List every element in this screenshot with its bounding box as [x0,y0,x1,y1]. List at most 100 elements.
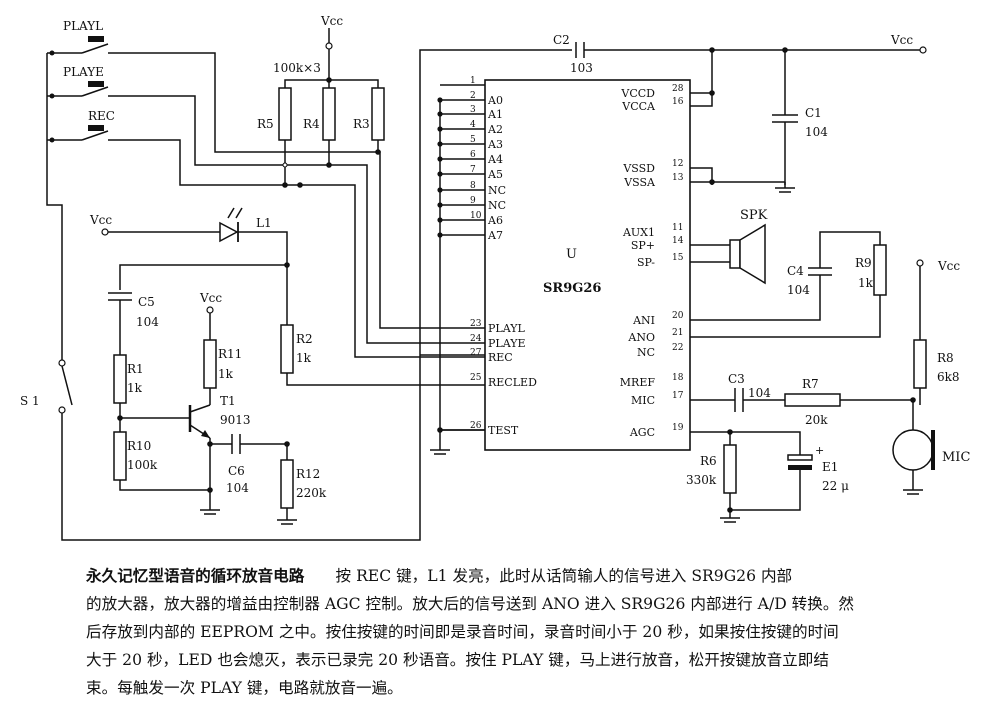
label-r6: R6 [700,454,717,468]
label-r9-value: 1k [858,276,874,290]
chip-sr9g26: U SR9G26 [484,79,691,451]
chip-left-pin-name: A0 [487,94,503,107]
caption: 永久记忆型语音的循环放音电路 按 REC 键，L1 发亮，此时从话筒输人的信号进… [86,562,970,702]
caption-line-3: 后存放到内部的 EEPROM 之中。按住按键的时间即是录音时间，录音时间小于 2… [86,623,839,641]
button-playl: PLAYL [49,19,125,56]
chip-right-pin-number: 15 [672,253,684,263]
resistor-r7 [784,393,841,407]
chip-right-pin-name: ANI [632,314,655,327]
chip-left-pin-number: 8 [470,181,476,191]
svg-text:22 μ: 22 μ [822,479,849,493]
chip-left-pin-number: 2 [470,91,476,101]
chip-right-pin-number: 20 [672,311,684,321]
label-r11: R11 [218,347,242,361]
label-playe: PLAYE [63,65,104,79]
svg-text:R5: R5 [257,117,274,131]
resistor-r5: R5 [257,87,292,141]
label-c2-value: 103 [570,61,593,75]
label-r12-value: 220k [296,486,327,500]
label-r12: R12 [296,467,320,481]
chip-right-pin-name: NC [637,346,655,359]
chip-left-pin-number: 10 [470,211,482,221]
chip-left-pin-name: A5 [487,168,503,181]
chip-right-pin-name: SP- [637,256,655,269]
label-c5: C5 [138,295,155,309]
label-r7-value: 20k [805,413,828,427]
chip-left-pin-name: A7 [487,229,503,242]
resistor-r11 [203,339,217,389]
speaker-spk: SPK [690,208,768,285]
resistor-r6 [723,444,737,494]
label-c4: C4 [787,264,804,278]
chip-right-pin-name: AUX1 [622,226,655,239]
label-l1: L1 [256,216,272,230]
chip-left-pin-number: 1 [470,76,476,86]
resistor-r12 [280,459,294,509]
chip-left-pin-number: 3 [470,105,476,115]
label-c1: C1 [805,106,822,120]
caption-line-5: 束。每触发一次 PLAY 键，电路就放音一遍。 [86,679,403,697]
chip-left-pin-name: NC [488,199,506,212]
caption-line-4: 大于 20 秒，LED 也会熄灭，表示已录完 20 秒语音。按住 PLAY 键，… [86,651,829,669]
button-playe: PLAYE [49,65,125,99]
res-group-label: 100k×3 [273,61,321,75]
chip-left-pin-number: 7 [470,165,476,175]
chip-left-pin-name: A4 [487,153,503,166]
resistor-r4: R4 [303,80,336,141]
label-t1-value: 9013 [220,413,251,427]
chip-left-pin-number: 25 [470,373,482,383]
label-r10-value: 100k [127,458,158,472]
chip-left-pin-number: 9 [470,196,476,206]
label-mic: MIC [942,450,970,465]
label-t1: T1 [220,394,236,408]
chip-left-pin-name: PLAYE [488,337,526,350]
button-rec: REC [49,109,125,143]
label-s1: S 1 [20,394,40,408]
chip-left-pin-number: 27 [470,348,482,358]
chip-left-pin-number: 5 [470,135,476,145]
chip-left-pin-name: RECLED [488,376,537,389]
label-r7: R7 [802,377,819,391]
label-c5-value: 104 [136,315,159,329]
label-r1: R1 [127,362,144,376]
chip-right-pin-number: 21 [672,328,683,338]
chip-left-pin-name: A6 [487,214,503,227]
chip-right-pin-number: 11 [672,223,683,233]
chip-right-pin-name: VCCA [621,100,656,113]
label-r8-value: 6k8 [937,370,960,384]
chip-left-pin-name: A1 [487,108,503,121]
chip-left-pin-number: 4 [470,120,476,130]
label-r10: R10 [127,439,151,453]
chip-right-pin-name: MREF [620,376,656,389]
vcc-label-right: Vcc [890,33,913,47]
chip-right-pin-name: AGC [629,426,655,439]
label-r11-value: 1k [218,367,234,381]
svg-text:R4: R4 [303,117,320,131]
caption-line-1: 按 REC 键，L1 发亮，此时从话筒输人的信号进入 SR9G26 内部 [335,567,793,585]
svg-text:E1: E1 [822,460,838,474]
label-r9: R9 [855,256,872,270]
chip-right-pin-number: 16 [672,97,684,107]
resistor-r3: R3 [353,87,385,141]
chip-right-pin-name: SP+ [631,239,655,252]
chip-right-pin-name: VCCD [620,87,655,100]
resistor-r9 [873,244,887,296]
label-rec: REC [88,109,115,123]
chip-right-pin-number: 18 [672,373,684,383]
resistor-r2 [280,324,294,374]
svg-text:R3: R3 [353,117,370,131]
chip-name: SR9G26 [543,281,601,296]
svg-text:+: + [815,444,824,457]
label-playl: PLAYL [63,19,103,33]
caption-title: 永久记忆型语音的循环放音电路 [86,566,305,585]
label-c1-value: 104 [805,125,828,139]
chip-right-pin-name: MIC [631,394,655,407]
chip-right-pin-number: 28 [672,84,684,94]
chip-right-pin-number: 17 [672,391,684,401]
label-c3-value: 104 [748,386,771,400]
chip-right-pin-number: 14 [672,236,684,246]
label-c3: C3 [728,372,745,386]
chip-right-pin-name: ANO [627,331,655,344]
chip-left-pin-name: A2 [487,123,503,136]
